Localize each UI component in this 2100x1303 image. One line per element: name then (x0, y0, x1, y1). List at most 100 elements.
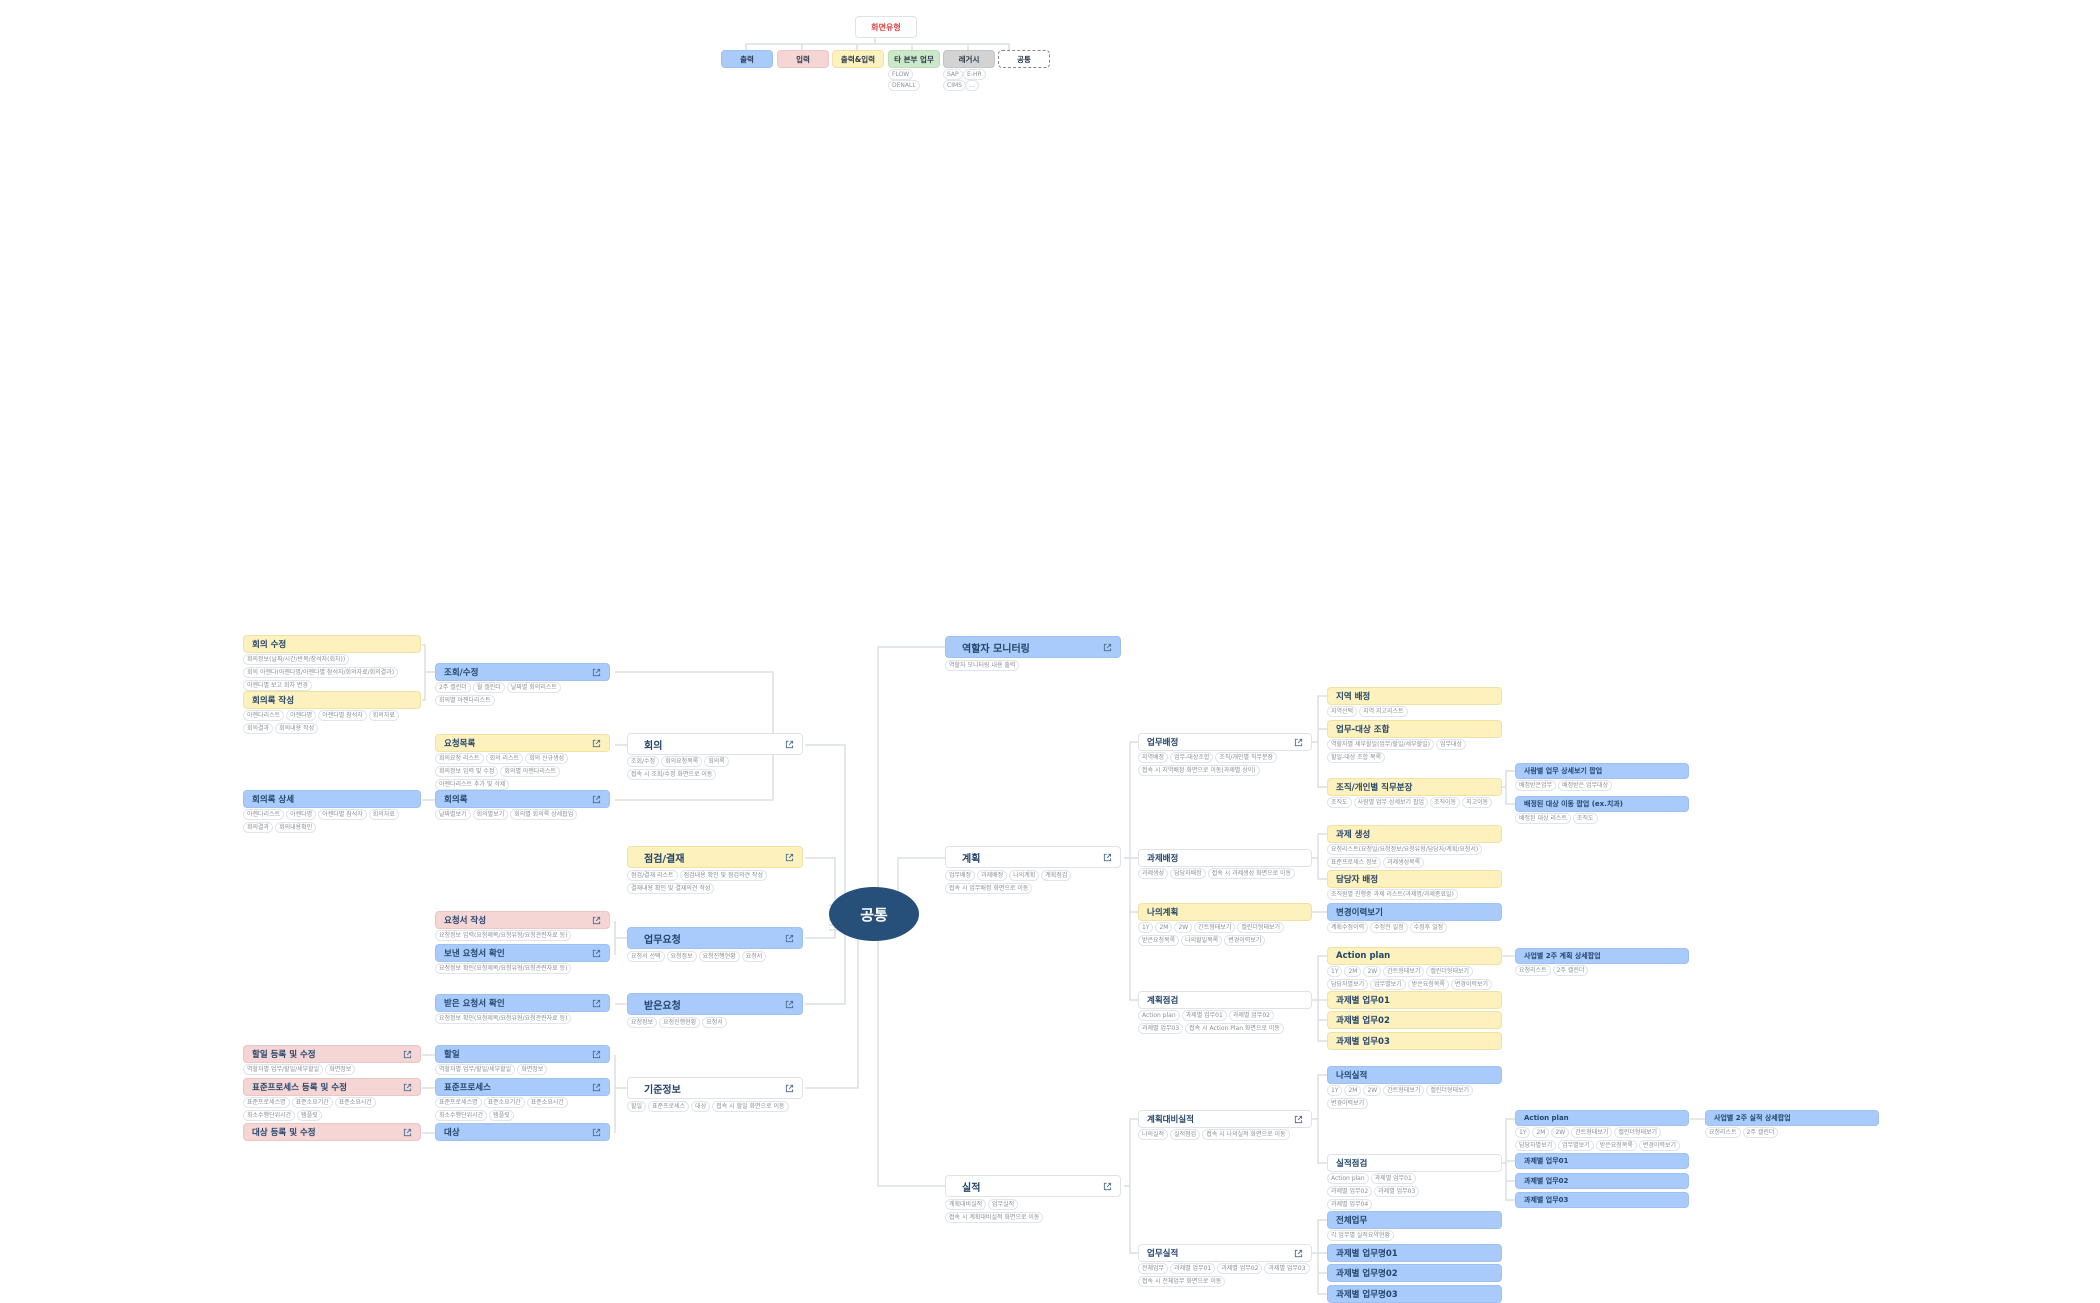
node-base-info[interactable]: 기준정보 (627, 1077, 803, 1099)
node-label: 과제별 업무명02 (1336, 1269, 1398, 1279)
node-2week-plan-popup[interactable]: 사업별 2주 계획 상세팝업 (1515, 948, 1689, 964)
node-target-register[interactable]: 대상 등록 및 수정 (243, 1123, 421, 1141)
external-link-icon[interactable] (592, 1083, 601, 1092)
node-request-write[interactable]: 요청서 작성 (435, 911, 610, 929)
external-link-icon[interactable] (592, 1128, 601, 1137)
node-result-task-01[interactable]: 과제별 업무01 (1515, 1153, 1689, 1169)
node-label: 실적점검 (1336, 1159, 1368, 1169)
node-change-history[interactable]: 변경이력보기 (1327, 903, 1502, 921)
tag-chip: 접속 시 Action Plan 화면으로 이동 (1185, 1023, 1284, 1034)
external-link-icon[interactable] (592, 1050, 601, 1059)
external-link-icon[interactable] (785, 853, 794, 862)
external-link-icon[interactable] (1294, 1115, 1303, 1124)
node-work-name-02[interactable]: 과제별 업무명02 (1327, 1264, 1502, 1282)
node-standard-process[interactable]: 표준프로세스 (435, 1078, 610, 1096)
node-work-name-01[interactable]: 과제별 업무명01 (1327, 1244, 1502, 1262)
node-result-check[interactable]: 실적점검 (1327, 1154, 1502, 1172)
node-result-action-plan[interactable]: Action plan (1515, 1110, 1689, 1126)
node-task-work-03[interactable]: 과제별 업무03 (1327, 1032, 1502, 1050)
tag-chip: 표준프로세스 정보 (1327, 857, 1382, 868)
node-label: 업무배정 (1147, 738, 1179, 748)
external-link-icon[interactable] (592, 668, 601, 677)
tag-chip: 날짜별보기 (435, 809, 471, 820)
node-minutes[interactable]: 회의록 (435, 790, 610, 808)
tag-chip: 표준프로세스 (648, 1101, 690, 1112)
external-link-icon[interactable] (785, 1084, 794, 1093)
node-meeting[interactable]: 회의 (627, 733, 803, 755)
node-process-register[interactable]: 표준프로세스 등록 및 수정 (243, 1078, 421, 1096)
external-link-icon[interactable] (1103, 1182, 1112, 1191)
node-minutes-write[interactable]: 회의록 작성 (243, 691, 421, 709)
tag-chip: 요청정보 확인(요청제목/요청유형/요청관련자료 등) (435, 963, 572, 974)
node-todo-register[interactable]: 할일 등록 및 수정 (243, 1045, 421, 1063)
node-todo[interactable]: 할일 (435, 1045, 610, 1063)
legend-input: 입력 (777, 50, 829, 68)
node-work-name-03[interactable]: 과제별 업무명03 (1327, 1285, 1502, 1303)
node-task-work-02[interactable]: 과제별 업무02 (1327, 1011, 1502, 1029)
node-work-request[interactable]: 업무요청 (627, 927, 803, 949)
node-owner-assign[interactable]: 담당자 배정 (1327, 870, 1502, 888)
node-work-result[interactable]: 업무실적 (1138, 1244, 1312, 1262)
node-my-result[interactable]: 나의실적 (1327, 1066, 1502, 1084)
node-work-target-combo[interactable]: 업무-대상 조합 (1327, 720, 1502, 738)
node-action-plan[interactable]: Action plan (1327, 947, 1502, 965)
external-link-icon[interactable] (403, 1083, 412, 1092)
tag-chip: 과제배정 (977, 870, 1008, 881)
node-region-assign[interactable]: 지역 배정 (1327, 687, 1502, 705)
node-plan[interactable]: 계획 (945, 846, 1121, 868)
node-inspect-approve[interactable]: 점검/결재 (627, 846, 803, 868)
external-link-icon[interactable] (1294, 1249, 1303, 1258)
external-link-icon[interactable] (1294, 738, 1303, 747)
external-link-icon[interactable] (1103, 853, 1112, 862)
node-view-edit[interactable]: 조회/수정 (435, 663, 610, 681)
external-link-icon[interactable] (403, 1050, 412, 1059)
node-assign-task[interactable]: 과제배정 (1138, 849, 1312, 867)
node-role-monitoring[interactable]: 역할자 모니터링 (945, 636, 1121, 658)
node-received-request[interactable]: 받은요청 (627, 993, 803, 1015)
node-received-request-check[interactable]: 받은 요청서 확인 (435, 994, 610, 1012)
node-result-task-03[interactable]: 과제별 업무03 (1515, 1192, 1689, 1208)
tag-chip: 배정된 대상 리스트 (1515, 813, 1571, 824)
external-link-icon[interactable] (592, 999, 601, 1008)
tag-chip: 접속 시 할일 화면으로 이동 (712, 1101, 789, 1112)
tag-chip: 과제별 업무01 (1370, 1173, 1416, 1184)
external-link-icon[interactable] (785, 934, 794, 943)
node-2week-result-popup[interactable]: 사업별 2주 실적 상세팝업 (1705, 1110, 1879, 1126)
node-task-create[interactable]: 과제 생성 (1327, 825, 1502, 843)
tag-chip: 과제생성목록 (1383, 857, 1425, 868)
external-link-icon[interactable] (785, 1000, 794, 1009)
node-result[interactable]: 실적 (945, 1175, 1121, 1197)
node-plan-check[interactable]: 계획점검 (1138, 991, 1312, 1009)
tag-chip: 접속 시 업무배정 화면으로 이동 (945, 883, 1033, 894)
tag-chip: 요청정보 (666, 951, 697, 962)
external-link-icon[interactable] (403, 1128, 412, 1137)
node-meeting-edit[interactable]: 회의 수정 (243, 635, 421, 653)
node-target[interactable]: 대상 (435, 1123, 610, 1141)
external-link-icon[interactable] (592, 739, 601, 748)
node-target-move-popup[interactable]: 배정된 대상 이동 팝업 (ex.치과) (1515, 796, 1689, 812)
node-assign-work[interactable]: 업무배정 (1138, 733, 1312, 751)
tag-chip: 회의내용확인 (275, 822, 317, 833)
node-plan-vs-result[interactable]: 계획대비실적 (1138, 1110, 1312, 1128)
root-node-common[interactable]: 공통 (829, 887, 919, 941)
node-result-task-02[interactable]: 과제별 업무02 (1515, 1173, 1689, 1189)
external-link-icon[interactable] (592, 916, 601, 925)
external-link-icon[interactable] (785, 740, 794, 749)
node-person-work-popup[interactable]: 사람별 업무 상세보기 팝업 (1515, 763, 1689, 779)
tag-chip: 접속 시 지역배정 화면으로 이동(과제별 상이) (1138, 765, 1260, 776)
node-duty-division[interactable]: 조직/개인별 직무분장 (1327, 778, 1502, 796)
node-my-plan[interactable]: 나의계획 (1138, 903, 1312, 921)
external-link-icon[interactable] (1103, 643, 1112, 652)
tag-chip: 캘린더형태보기 (1426, 1085, 1473, 1096)
node-all-work[interactable]: 전체업무 (1327, 1211, 1502, 1229)
node-request-list[interactable]: 요청목록 (435, 734, 610, 752)
external-link-icon[interactable] (592, 949, 601, 958)
node-task-work-01[interactable]: 과제별 업무01 (1327, 991, 1502, 1009)
node-minutes-detail[interactable]: 회의록 상세 (243, 790, 421, 808)
node-sent-request[interactable]: 보낸 요청서 확인 (435, 944, 610, 962)
external-link-icon[interactable] (592, 795, 601, 804)
tag-chip: 요청서 (702, 1017, 727, 1028)
